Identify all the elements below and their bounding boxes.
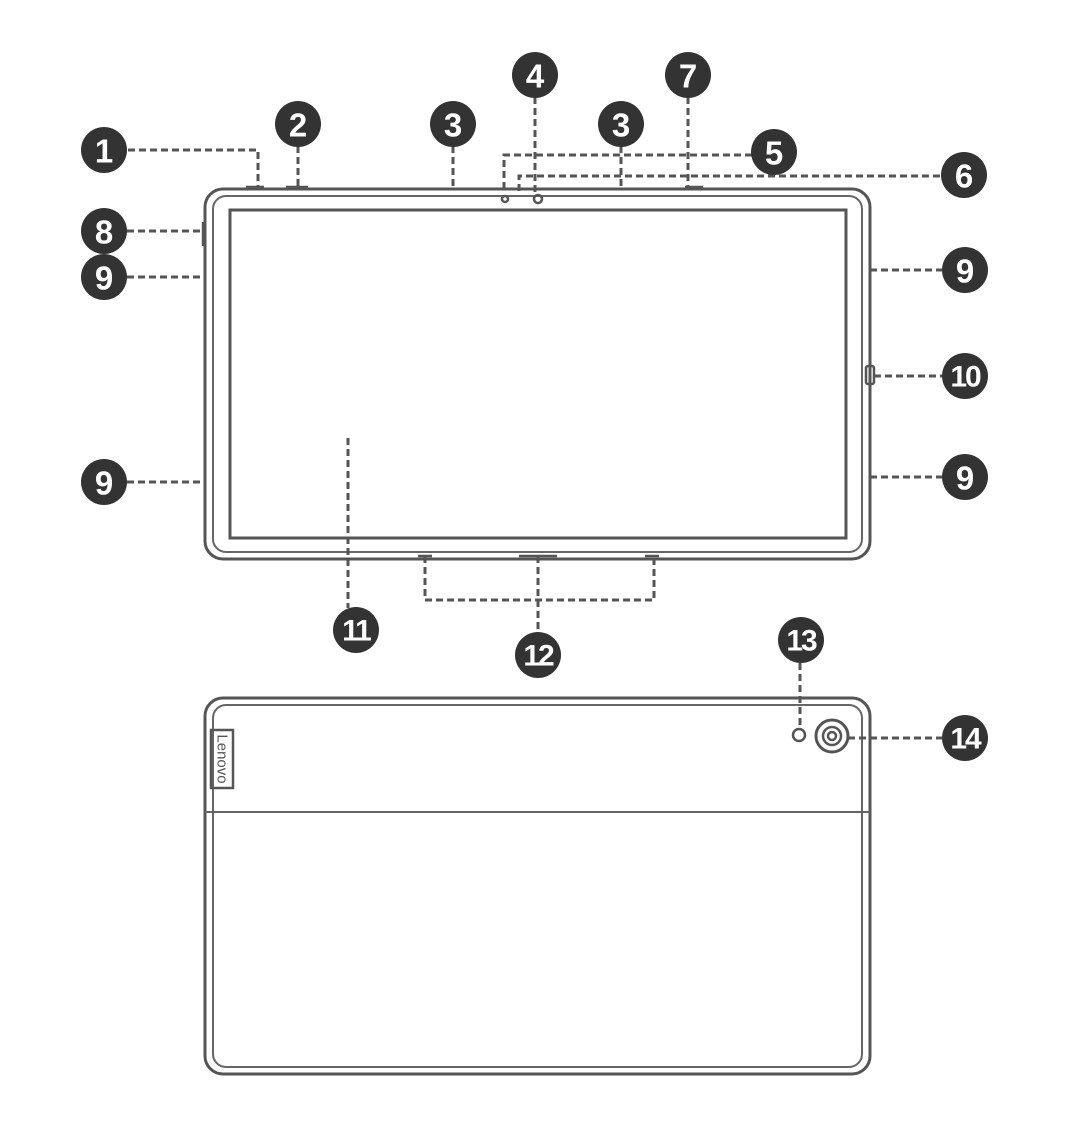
front-camera	[532, 193, 544, 205]
callout-3a-label: 3	[444, 107, 462, 144]
callout-9c-label: 9	[95, 465, 113, 502]
leader-12	[423, 556, 656, 632]
rear-camera-inner	[821, 725, 843, 747]
callout-2-label: 2	[289, 107, 307, 144]
callout-13-label: 13	[786, 625, 817, 658]
callout-7: 7	[665, 52, 711, 98]
rear-camera-outer	[814, 718, 850, 754]
callout-5: 5	[751, 129, 797, 175]
front-outer-frame	[203, 187, 872, 561]
callout-14: 14	[942, 715, 988, 761]
callout-11-label: 11	[342, 615, 371, 648]
callout-3b: 3	[598, 101, 644, 147]
callout-6: 6	[941, 152, 987, 198]
callout-14-label: 14	[950, 723, 982, 756]
callouts: 1 2 3 4 3 7 5 6	[81, 52, 988, 761]
callout-4: 4	[512, 52, 558, 98]
callout-1-label: 1	[95, 133, 113, 170]
back-outer-frame	[203, 696, 872, 1076]
callout-12-label: 12	[523, 640, 554, 673]
callout-10: 10	[942, 353, 988, 399]
lenovo-logo-frame	[209, 728, 235, 790]
lenovo-logo: Lenovo	[214, 734, 231, 783]
leader-5	[502, 153, 752, 192]
callout-12: 12	[515, 632, 561, 678]
tablet-front-view	[201, 185, 876, 561]
callout-9b-label: 9	[956, 253, 974, 290]
light-sensor	[500, 194, 510, 204]
callout-9a-label: 9	[95, 260, 113, 297]
callout-7-label: 7	[679, 58, 697, 95]
back-inner-frame	[212, 704, 863, 1068]
front-screen	[228, 208, 848, 540]
callout-5-label: 5	[765, 135, 783, 172]
callout-13: 13	[778, 617, 824, 663]
tablet-back-view: Lenovo	[203, 696, 872, 1076]
callout-9d: 9	[942, 454, 988, 500]
callout-9b: 9	[942, 247, 988, 293]
callout-6-label: 6	[955, 158, 973, 195]
leader-6	[517, 174, 940, 192]
callout-9a: 9	[81, 254, 127, 300]
front-inner-frame	[212, 195, 863, 553]
leader-lines	[127, 97, 942, 740]
callout-4-label: 4	[526, 58, 545, 95]
leader-1	[128, 148, 260, 186]
callout-3b-label: 3	[612, 107, 630, 144]
callout-1: 1	[81, 127, 127, 173]
callout-2: 2	[275, 101, 321, 147]
callout-8-label: 8	[95, 214, 113, 251]
callout-8: 8	[81, 208, 127, 254]
callout-3a: 3	[430, 101, 476, 147]
rear-camera-lens	[826, 730, 838, 742]
callout-10-label: 10	[950, 361, 981, 394]
rear-flash	[791, 727, 807, 743]
callout-11: 11	[333, 607, 379, 653]
callout-9d-label: 9	[956, 460, 974, 497]
callout-9c: 9	[81, 459, 127, 505]
